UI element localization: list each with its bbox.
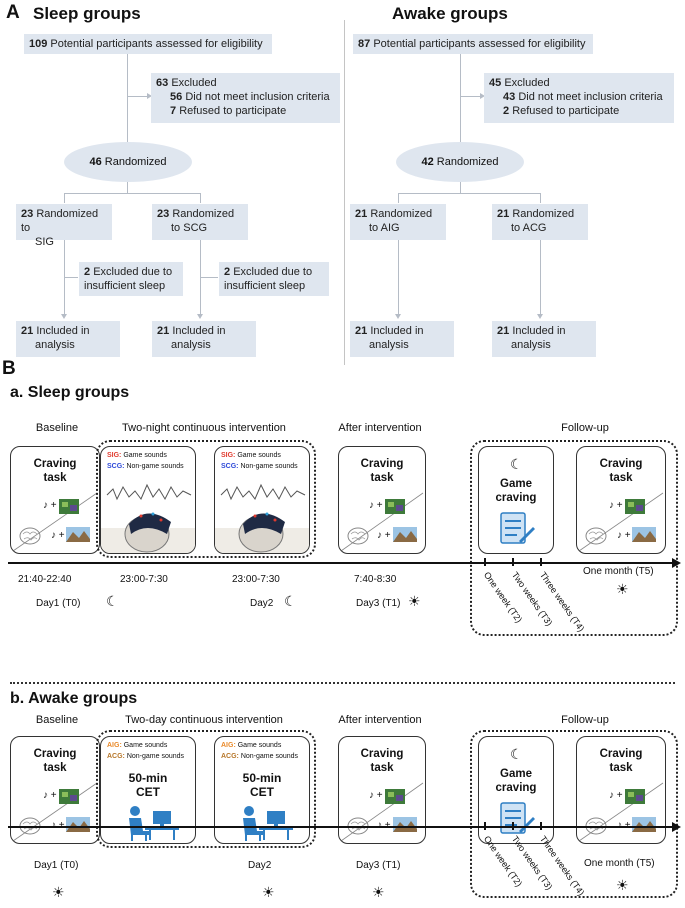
sun-icon: ☀ [616,581,629,597]
music-note-icon: ♪ + [43,500,57,511]
sleep-after-craving-card: Craving task ♪ + ♪ + [338,446,426,554]
eeg-cap-icon [101,512,195,553]
sleep-night2-card: SIG: Game sounds SCG: Non-game sounds [214,446,310,554]
music-note-icon: ♪ + [617,819,631,833]
brain-icon [585,527,607,545]
sleep-timeline-arrowhead [672,558,681,568]
checklist-icon [500,802,535,834]
music-note-icon: ♪ + [369,790,383,801]
music-note-icon: ♪ + [617,530,631,541]
panel-b-label: B [2,358,16,379]
awake-game-craving-card: ☾ Game craving [478,736,554,844]
sun-icon: ☀ [616,877,629,893]
music-note-icon: ♪ + [377,819,391,833]
sleep-time-0: 21:40-22:40 [18,574,72,585]
awake-baseline-label: Baseline [35,714,79,726]
awake-intervention-group [96,730,316,848]
sleep-night1-card: SIG: Game sounds SCG: Non-game sounds [100,446,196,554]
game-screenshot-icon [59,499,79,514]
sleep-game-craving-card: ☾ Game craving [478,446,554,554]
sleep-time-2: 23:00-7:30 [232,574,280,585]
sleep-groups-title: Sleep groups [33,4,141,23]
moon-icon: ☾ [106,593,119,609]
checklist-icon [500,512,535,544]
music-note-icon: ♪ + [609,790,623,801]
sleep-row-title: a. Sleep groups [10,384,130,401]
panel-a-divider [344,20,345,365]
awake-randomized-oval: 42 Randomized [396,142,524,182]
awake-after-label: After intervention [338,714,422,726]
sleep-timeline [8,562,674,564]
sun-icon: ☀ [408,593,421,609]
awake-intervention-label: Two-day continuous intervention [125,714,283,726]
sleep-followup-label: Follow-up [561,422,609,434]
awake-day-0: Day1 (T0) [34,860,79,871]
music-note-icon: ♪ + [369,500,383,511]
brain-icon [19,527,41,545]
landscape-icon [66,527,90,542]
awake-after-craving-card: Craving task ♪ + ♪ + [338,736,426,844]
sleep-followup-group [470,440,678,636]
sleep-month-craving-card: Craving task ♪ + ♪ + [576,446,666,554]
sleep-intervention-label: Two-night continuous intervention [122,422,286,434]
music-note-icon: ♪ + [43,790,57,801]
awake-followup-label: Follow-up [561,714,609,726]
music-note-icon: ♪ + [51,819,65,833]
awake-day-2: Day3 (T1) [356,860,401,871]
sleep-intervention-group [96,440,316,558]
awake-day1-card: AIG: Game sounds ACG: Non-game sounds 50… [100,736,196,844]
awake-timeline [8,826,674,828]
sleep-day-2: Day3 (T1) [356,598,401,609]
music-note-icon: ♪ + [51,530,65,541]
awake-assessed-box: 87 Potential participants assessed for e… [353,34,593,54]
music-note-icon: ♪ + [377,530,391,541]
moon-icon: ☾ [284,593,297,609]
sleep-day-1: Day2 [250,598,274,609]
sun-icon: ☀ [52,884,65,900]
music-note-icon: ♪ + [609,500,623,511]
sleep-time-3: 7:40-8:30 [354,574,397,585]
eeg-cap-icon [215,512,309,553]
sleep-time-1: 23:00-7:30 [120,574,168,585]
moon-icon: ☾ [510,746,523,762]
sleep-after-label: After intervention [338,422,422,434]
awake-timeline-arrowhead [672,822,681,832]
sun-icon: ☀ [262,884,275,900]
sleep-randomized-oval: 46 Randomized [64,142,192,182]
sun-icon: ☀ [372,884,385,900]
sleep-baseline-label: Baseline [35,422,79,434]
moon-icon: ☾ [510,456,523,472]
sleep-day-0: Day1 (T0) [36,598,81,609]
awake-day2-card: AIG: Game sounds ACG: Non-game sounds 50… [214,736,310,844]
sleep-assessed-box: 109 Potential participants assessed for … [24,34,272,54]
awake-baseline-craving-card: Craving task ♪ + ♪ + [10,736,100,844]
sleep-time-4: One month (T5) [583,566,654,577]
awake-month-craving-card: Craving task ♪ + ♪ + [576,736,666,844]
sleep-excluded-box: 63 Excluded 56 Did not meet inclusion cr… [151,73,340,123]
sleep-baseline-craving-card: Craving task ♪ + ♪ + [10,446,100,554]
awake-groups-title: Awake groups [392,4,508,23]
brain-icon [347,527,369,545]
awake-followup-group [470,730,678,898]
rows-divider [10,682,675,684]
awake-day-3: One month (T5) [584,858,655,869]
awake-excluded-box: 45 Excluded 43 Did not meet inclusion cr… [484,73,674,123]
awake-day-1: Day2 [248,860,272,871]
person-computer-icon [243,806,293,841]
panel-a-label: A [6,2,20,23]
awake-row-title: b. Awake groups [10,690,138,707]
person-computer-icon [129,806,179,841]
